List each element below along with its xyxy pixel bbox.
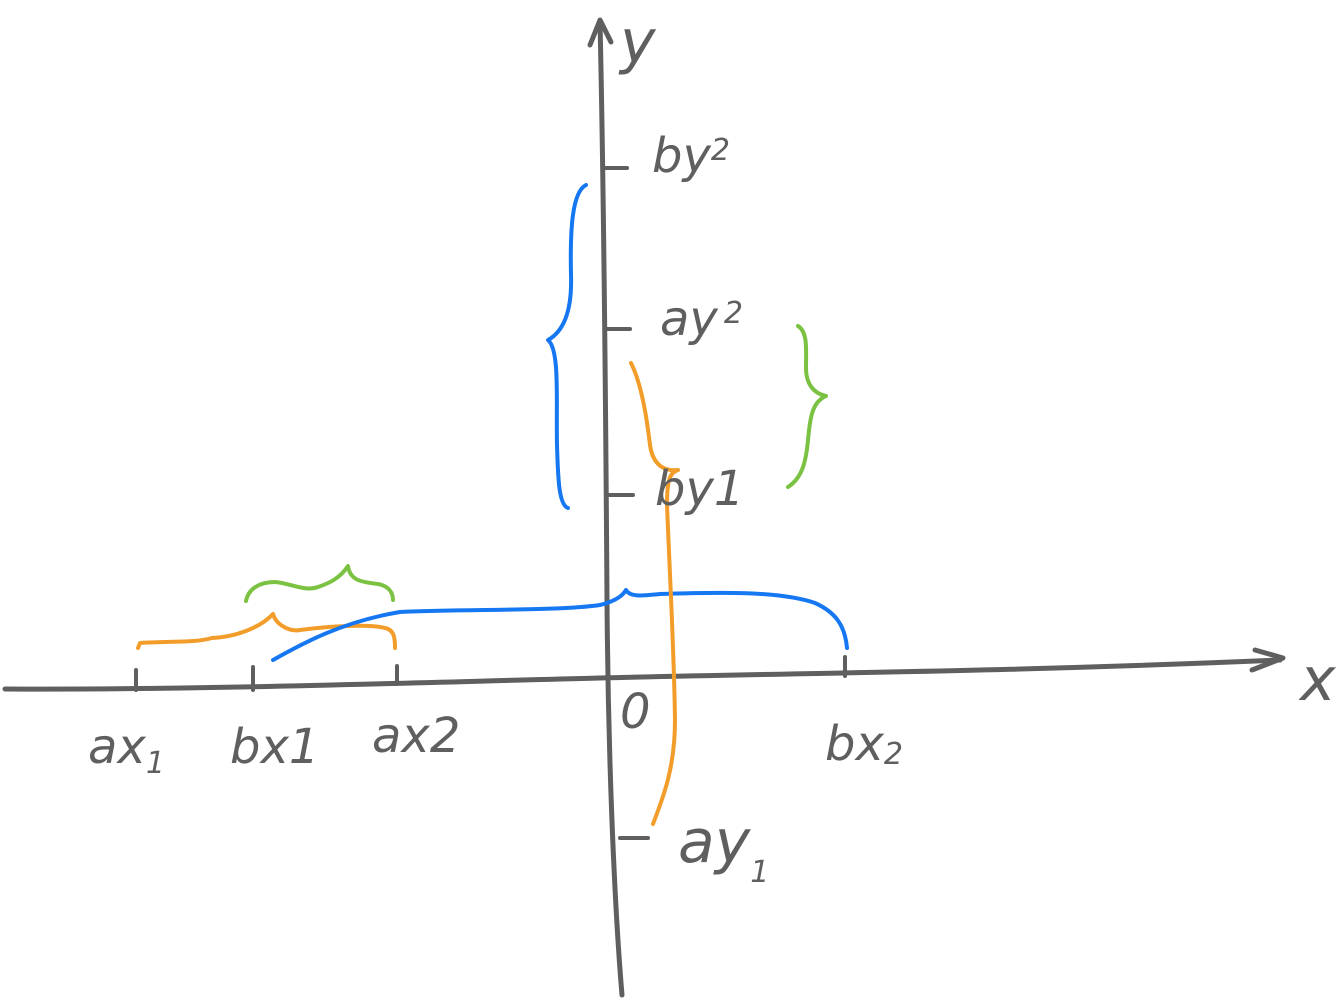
origin-label: 0 [620,684,651,740]
y-axis [597,19,625,998]
label-by1: by1 [655,461,744,517]
x-axis-arrowhead [1249,647,1286,673]
interval-b-y-brace [546,183,588,510]
x-axis [2,657,1283,692]
interval-a-y-brace [629,361,680,826]
x-axis-label: x [1298,645,1336,715]
label-by2: by2 [652,128,730,184]
overlap-y-brace [786,324,828,489]
label-ax2: ax2 [372,708,460,764]
label-bx2: bx2 [825,716,903,772]
label-ay1: ay1 [678,807,769,890]
overlap-x-brace [244,564,395,603]
y-axis-label: y [618,7,657,77]
interval-a-x-brace [136,612,397,650]
interval-b-x-brace [271,588,849,662]
label-bx1: bx1 [230,719,319,775]
label-ax1: ax1 [88,719,165,781]
y-axis-arrowhead [587,17,614,48]
